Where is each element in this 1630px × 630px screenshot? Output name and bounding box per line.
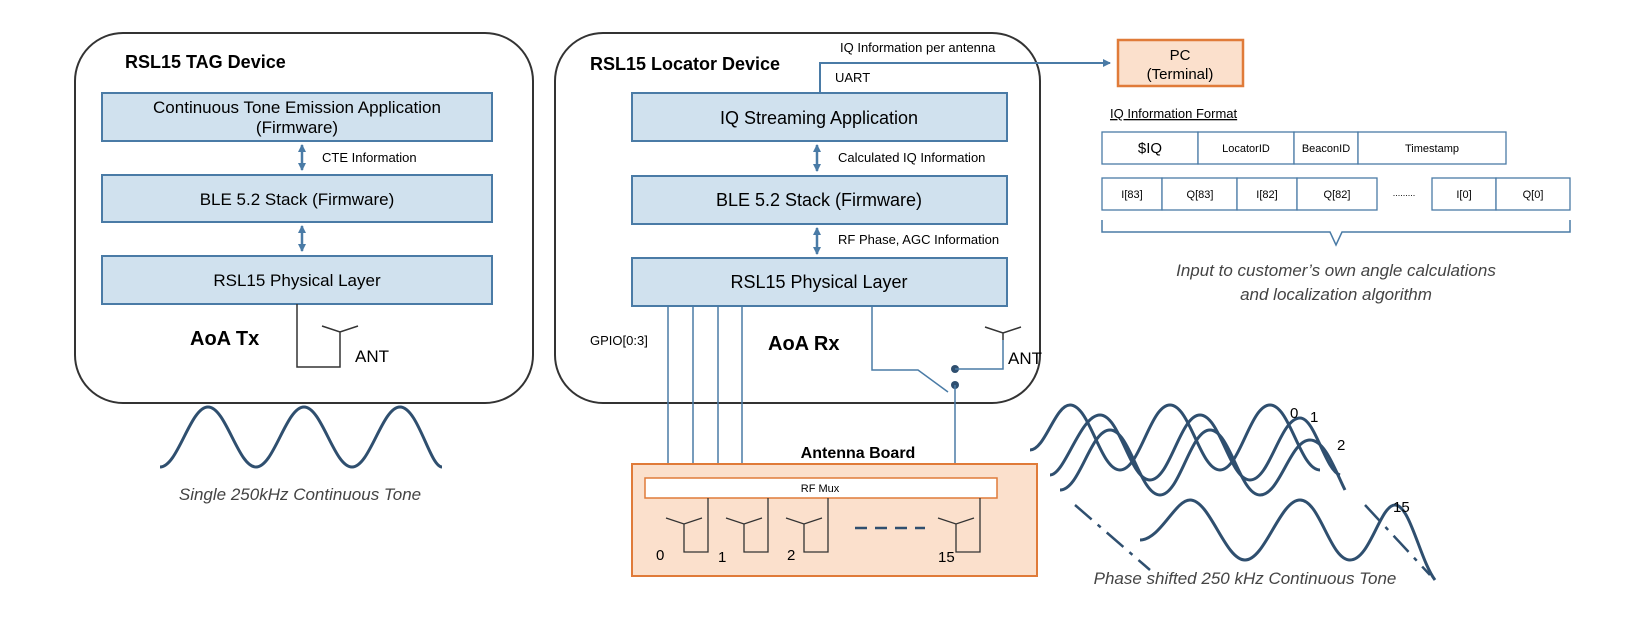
tag-stack-block (101, 174, 493, 223)
iq-data-cell-5 (1431, 177, 1497, 211)
locator-antenna-label: ANT (1008, 349, 1042, 368)
iq-data-text-1: Q[83] (1187, 189, 1214, 201)
tag-wave (159, 405, 443, 469)
iq-format-caption-line2: and localization algorithm (1240, 285, 1432, 304)
uart-label: UART (835, 70, 870, 85)
phase-dashed-right (1364, 504, 1431, 576)
phase-dashed-left (1074, 504, 1151, 571)
board-antenna-number-15: 15 (938, 549, 955, 566)
board-antenna-2-icon (785, 498, 829, 553)
tag-phy-block (101, 255, 493, 305)
pc-label-line2: (Terminal) (1147, 66, 1214, 83)
phase-wave-caption: Phase shifted 250 kHz Continuous Tone (1094, 569, 1397, 588)
tag-app-block (101, 92, 493, 142)
phase-wave-2 (1059, 428, 1347, 497)
iq-header-cell-2 (1293, 131, 1359, 165)
tag-antenna-wire (296, 304, 341, 368)
tag-app-label-line2: (Firmware) (256, 118, 338, 137)
board-antenna-number-0: 0 (656, 547, 664, 564)
locator-antenna-icon (984, 326, 1022, 340)
tag-device: RSL15 TAG Device Continuous Tone Emissio… (74, 32, 534, 404)
iq-data-text-6: Q[0] (1523, 189, 1544, 201)
phase-label-15: 15 (1393, 499, 1410, 516)
iq-format: IQ Information Format $IQ LocatorID Beac… (1101, 106, 1571, 304)
iq-app-block (631, 92, 1008, 142)
iq-data-text-5: I[0] (1456, 189, 1471, 201)
board-antenna-15-icon (937, 498, 981, 553)
iq-header-text-2: BeaconID (1302, 143, 1350, 155)
antenna-board-title: Antenna Board (801, 445, 916, 462)
iq-data-cell-3 (1296, 177, 1378, 211)
iq-per-antenna-label: IQ Information per antenna (840, 40, 996, 55)
phase-wave-1 (1049, 413, 1341, 482)
iq-header-cell-3 (1357, 131, 1507, 165)
iq-header-cell-1 (1197, 131, 1295, 165)
locator-mode-label: AoA Rx (768, 333, 839, 355)
locator-device-title: RSL15 Locator Device (590, 54, 780, 74)
phase-wave-0 (1029, 403, 1321, 472)
iq-data-cell-1 (1161, 177, 1238, 211)
phase-label-2: 2 (1337, 437, 1345, 454)
rf-switch-wire (871, 306, 949, 393)
tag-stack-label: BLE 5.2 Stack (Firmware) (200, 190, 395, 209)
tag-cte-label: CTE Information (322, 150, 417, 165)
phase-label-0: 0 (1290, 405, 1298, 422)
iq-data-text-0: I[83] (1121, 189, 1142, 201)
iq-header-cell-0 (1101, 131, 1199, 165)
iq-format-brace (1101, 220, 1571, 247)
rf-phase-label: RF Phase, AGC Information (838, 232, 999, 247)
locator-device-frame (554, 32, 1041, 404)
gpio-label: GPIO[0:3] (590, 333, 648, 348)
pc-box (1116, 38, 1245, 88)
pc-terminal: PC (Terminal) (1116, 38, 1245, 88)
iq-format-caption-line1: Input to customer’s own angle calculatio… (1176, 261, 1496, 280)
iq-header-text-3: Timestamp (1405, 143, 1459, 155)
iq-format-title: IQ Information Format (1110, 106, 1238, 121)
locator-device: RSL15 Locator Device IQ Information per … (554, 32, 1111, 404)
rf-mux-block (644, 477, 998, 499)
iq-data-text-3: Q[82] (1324, 189, 1351, 201)
board-antenna-number-2: 2 (787, 547, 795, 564)
iq-header-text-1: LocatorID (1222, 143, 1270, 155)
locator-antenna-wire (955, 340, 1004, 370)
iq-data-text-4: ......... (1393, 188, 1416, 198)
phase-wave-15 (1139, 498, 1437, 581)
board-antenna-0-icon (665, 498, 709, 553)
calc-iq-label: Calculated IQ Information (838, 150, 985, 165)
tag-mode-label: AoA Tx (190, 328, 259, 350)
rf-mux-label: RF Mux (801, 483, 840, 495)
iq-data-text-2: I[82] (1256, 189, 1277, 201)
tag-phy-label: RSL15 Physical Layer (213, 271, 381, 290)
tag-antenna-icon (321, 325, 359, 340)
pc-label-line1: PC (1170, 47, 1191, 64)
phase-waves: 0 1 2 15 Phase shifted 250 kHz Continuou… (1029, 403, 1437, 588)
phase-label-1: 1 (1310, 409, 1318, 426)
locator-stack-label: BLE 5.2 Stack (Firmware) (716, 190, 922, 210)
board-antenna-1-icon (725, 498, 769, 553)
locator-phy-block (631, 257, 1008, 307)
locator-stack-block (631, 175, 1008, 225)
uart-line (819, 59, 1111, 93)
tag-wave-caption: Single 250kHz Continuous Tone (179, 485, 421, 504)
iq-app-label: IQ Streaming Application (720, 108, 918, 128)
locator-phy-label: RSL15 Physical Layer (730, 272, 907, 292)
tag-device-title: RSL15 TAG Device (125, 52, 286, 72)
tag-antenna-label: ANT (355, 347, 389, 366)
board-antenna-number-1: 1 (718, 549, 726, 566)
gpio-lines (664, 306, 956, 479)
iq-data-cell-0 (1101, 177, 1163, 211)
antenna-board: Antenna Board RF Mux 0 1 2 15 (631, 445, 1038, 577)
tag-app-label-line1: Continuous Tone Emission Application (153, 98, 441, 117)
iq-data-cell-6 (1495, 177, 1571, 211)
iq-header-text-0: $IQ (1138, 140, 1162, 157)
tag-device-frame (74, 32, 534, 404)
